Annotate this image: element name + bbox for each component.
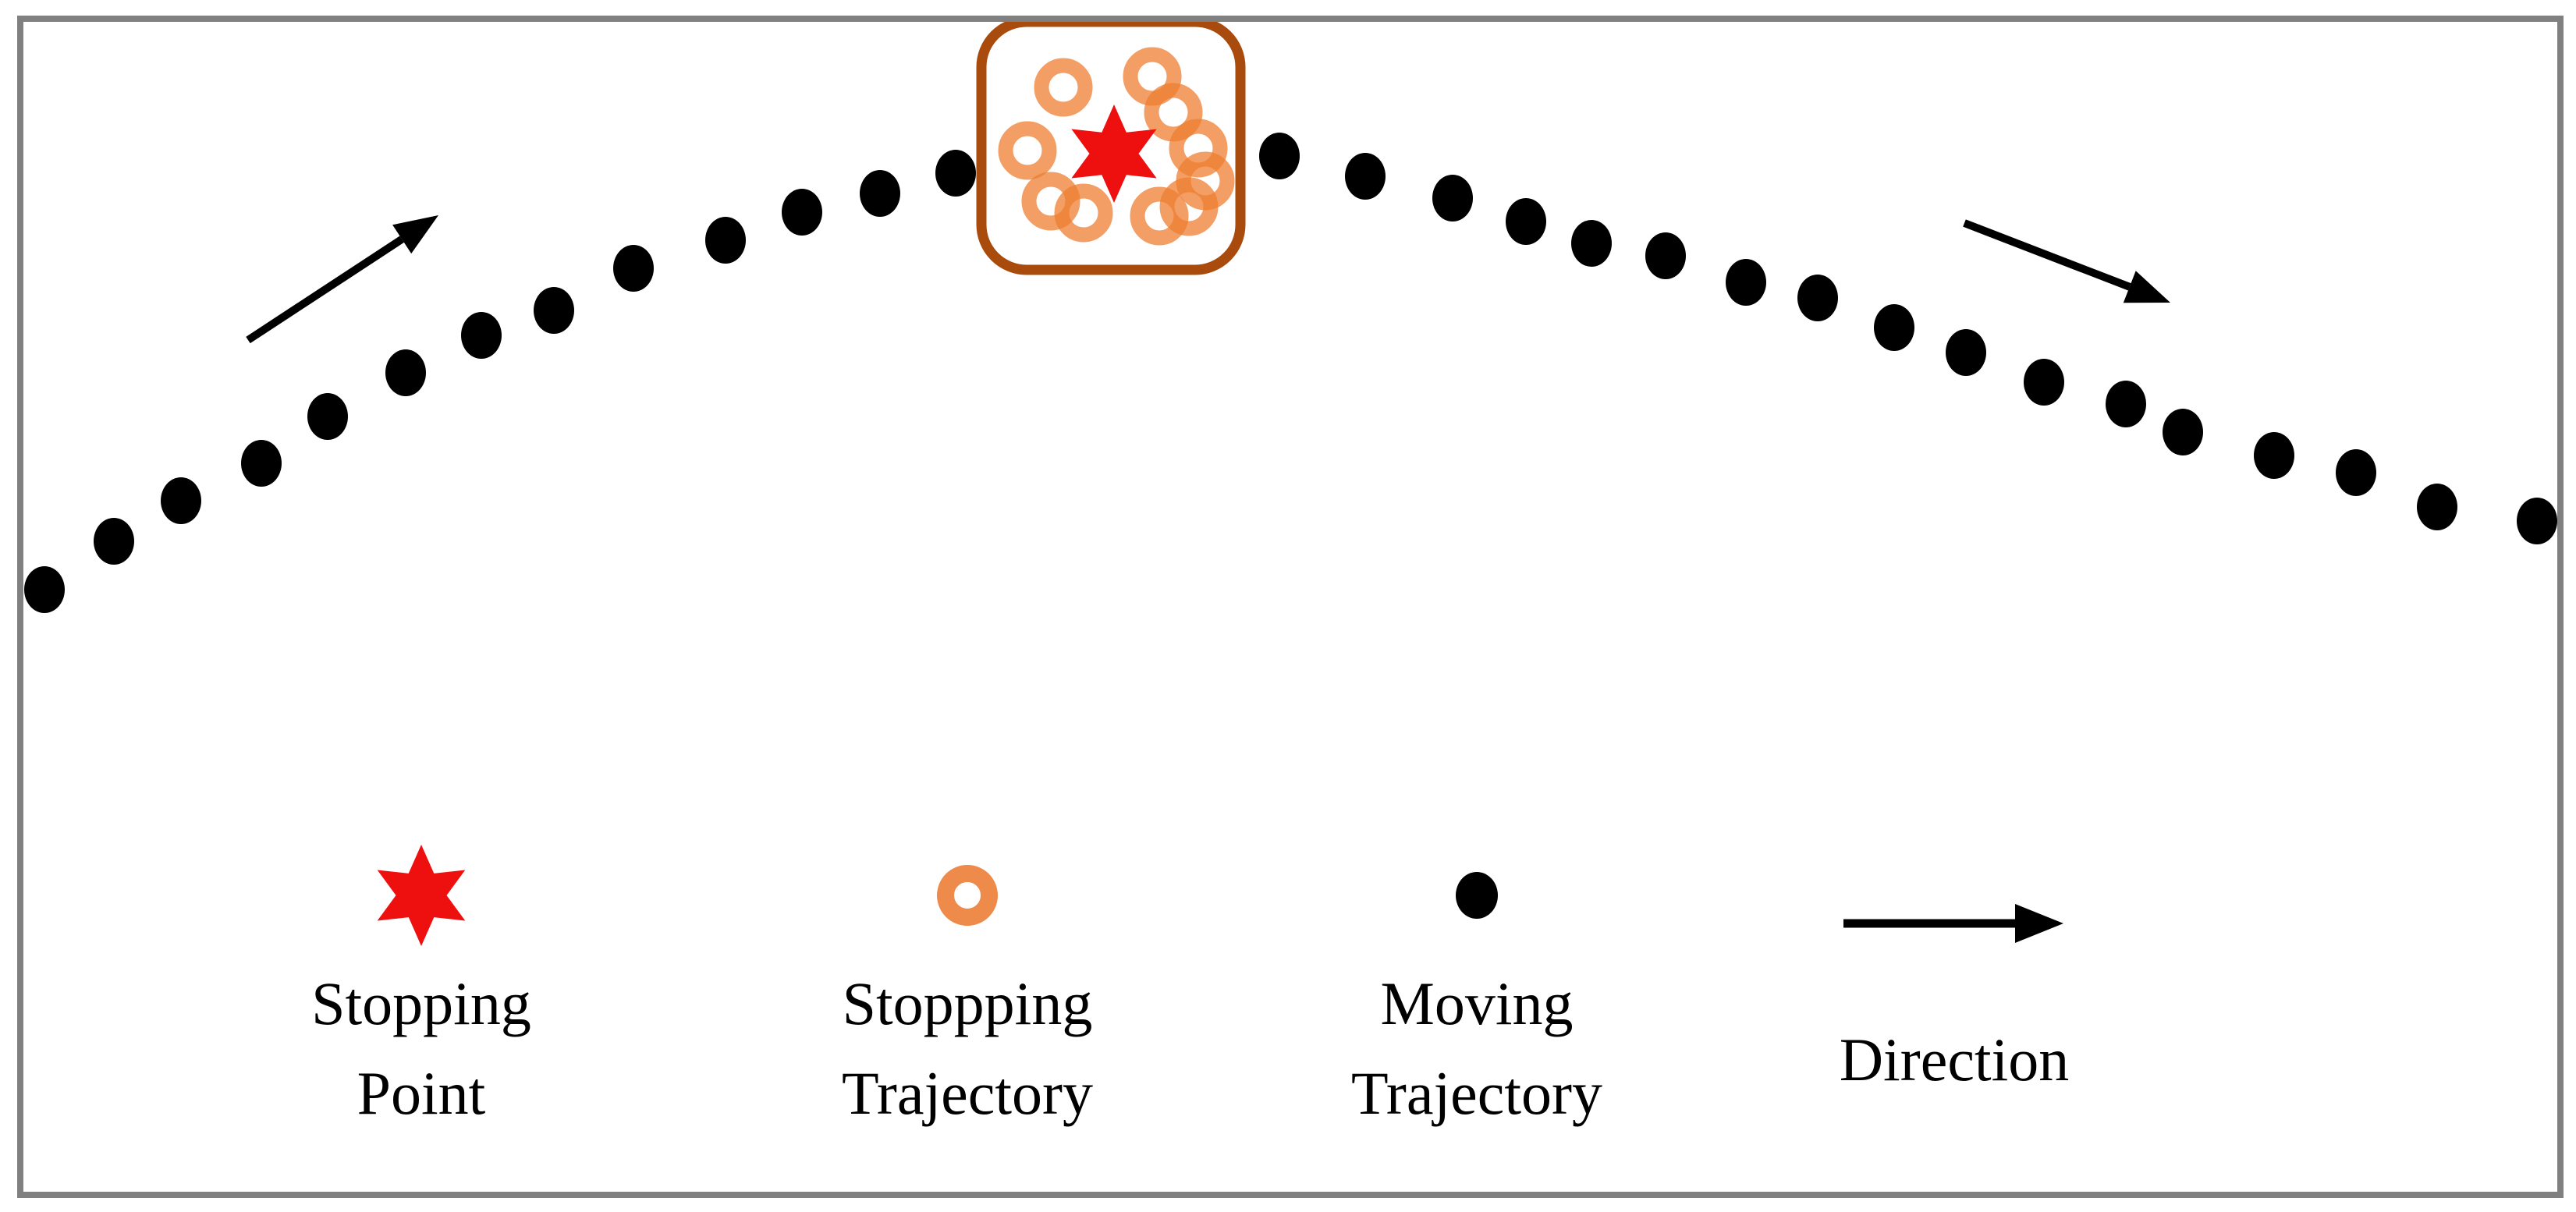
legend-item-stopping-trajectory: Stoppping Trajectory bbox=[718, 832, 1217, 1138]
moving-dot bbox=[534, 287, 574, 334]
moving-dot bbox=[2024, 359, 2064, 406]
moving-dot bbox=[2517, 498, 2557, 544]
moving-dot bbox=[1259, 133, 1300, 179]
legend-text-line: Stoppping bbox=[842, 969, 1093, 1037]
moving-dot bbox=[1797, 275, 1838, 321]
moving-dot bbox=[613, 245, 654, 292]
moving-dot bbox=[1506, 198, 1546, 245]
moving-dot bbox=[1432, 175, 1473, 221]
moving-dot bbox=[1645, 232, 1686, 279]
moving-trajectory-symbol-slot bbox=[1227, 832, 1726, 959]
stopping-trajectory-ring-icon bbox=[937, 865, 998, 926]
moving-dot bbox=[1946, 329, 1986, 376]
legend-text-line: Point bbox=[357, 1059, 486, 1127]
moving-dot bbox=[2336, 449, 2376, 496]
stopping-ring bbox=[1169, 119, 1228, 178]
moving-dot bbox=[935, 150, 976, 197]
stopping-point-symbol-slot bbox=[172, 832, 671, 959]
moving-dot bbox=[385, 349, 426, 396]
stopping-ring bbox=[1054, 183, 1113, 243]
legend-item-stopping-point: Stopping Point bbox=[172, 832, 671, 1138]
stopping-region-box bbox=[976, 16, 1246, 275]
legend-item-moving-trajectory: Moving Trajectory bbox=[1227, 832, 1726, 1138]
legend-text-line: Moving bbox=[1380, 969, 1574, 1037]
legend-item-direction: Direction bbox=[1705, 832, 2204, 1104]
stopping-ring bbox=[1130, 186, 1189, 246]
stopping-point-star bbox=[1071, 105, 1157, 203]
moving-dot bbox=[1345, 153, 1386, 200]
moving-dot bbox=[1571, 220, 1612, 267]
moving-dot bbox=[94, 518, 134, 565]
stopping-ring bbox=[998, 121, 1057, 180]
moving-dot bbox=[307, 393, 348, 440]
legend-text-line: Trajectory bbox=[1350, 1059, 1603, 1127]
direction-symbol-slot bbox=[1705, 832, 2204, 1015]
moving-trajectory-dot-icon bbox=[1456, 872, 1498, 919]
moving-dot bbox=[1726, 259, 1766, 306]
direction-arrow-left bbox=[246, 215, 438, 344]
moving-dot bbox=[241, 440, 282, 487]
moving-dot bbox=[860, 170, 900, 217]
legend-star-shape bbox=[377, 845, 466, 946]
legend-label-direction: Direction bbox=[1705, 1015, 2204, 1104]
legend-label-moving-trajectory: Moving Trajectory bbox=[1227, 959, 1726, 1138]
legend-label-stopping-point: Stopping Point bbox=[172, 959, 671, 1138]
moving-dot bbox=[24, 566, 65, 613]
legend-text-line: Stopping bbox=[311, 969, 531, 1037]
moving-dot bbox=[461, 312, 502, 359]
moving-dot bbox=[2417, 484, 2457, 530]
moving-dot bbox=[2106, 381, 2146, 427]
stopping-point-star-icon bbox=[377, 845, 466, 946]
legend-text-line: Trajectory bbox=[841, 1059, 1094, 1127]
moving-dot bbox=[2163, 409, 2203, 455]
legend-text-line: Direction bbox=[1839, 1026, 2070, 1093]
legend-arrow-shape bbox=[1843, 904, 2063, 943]
direction-arrow-icon bbox=[1843, 904, 2063, 943]
moving-dot bbox=[2254, 432, 2294, 479]
stopping-trajectory-symbol-slot bbox=[718, 832, 1217, 959]
moving-dot bbox=[161, 477, 201, 524]
stopping-ring bbox=[1159, 177, 1219, 236]
direction-arrow-right bbox=[1963, 219, 2170, 303]
stopping-ring bbox=[1034, 58, 1093, 117]
moving-dot bbox=[782, 189, 822, 236]
moving-dot bbox=[1874, 304, 1914, 351]
moving-dot bbox=[705, 217, 746, 264]
legend-label-stopping-trajectory: Stoppping Trajectory bbox=[718, 959, 1217, 1138]
